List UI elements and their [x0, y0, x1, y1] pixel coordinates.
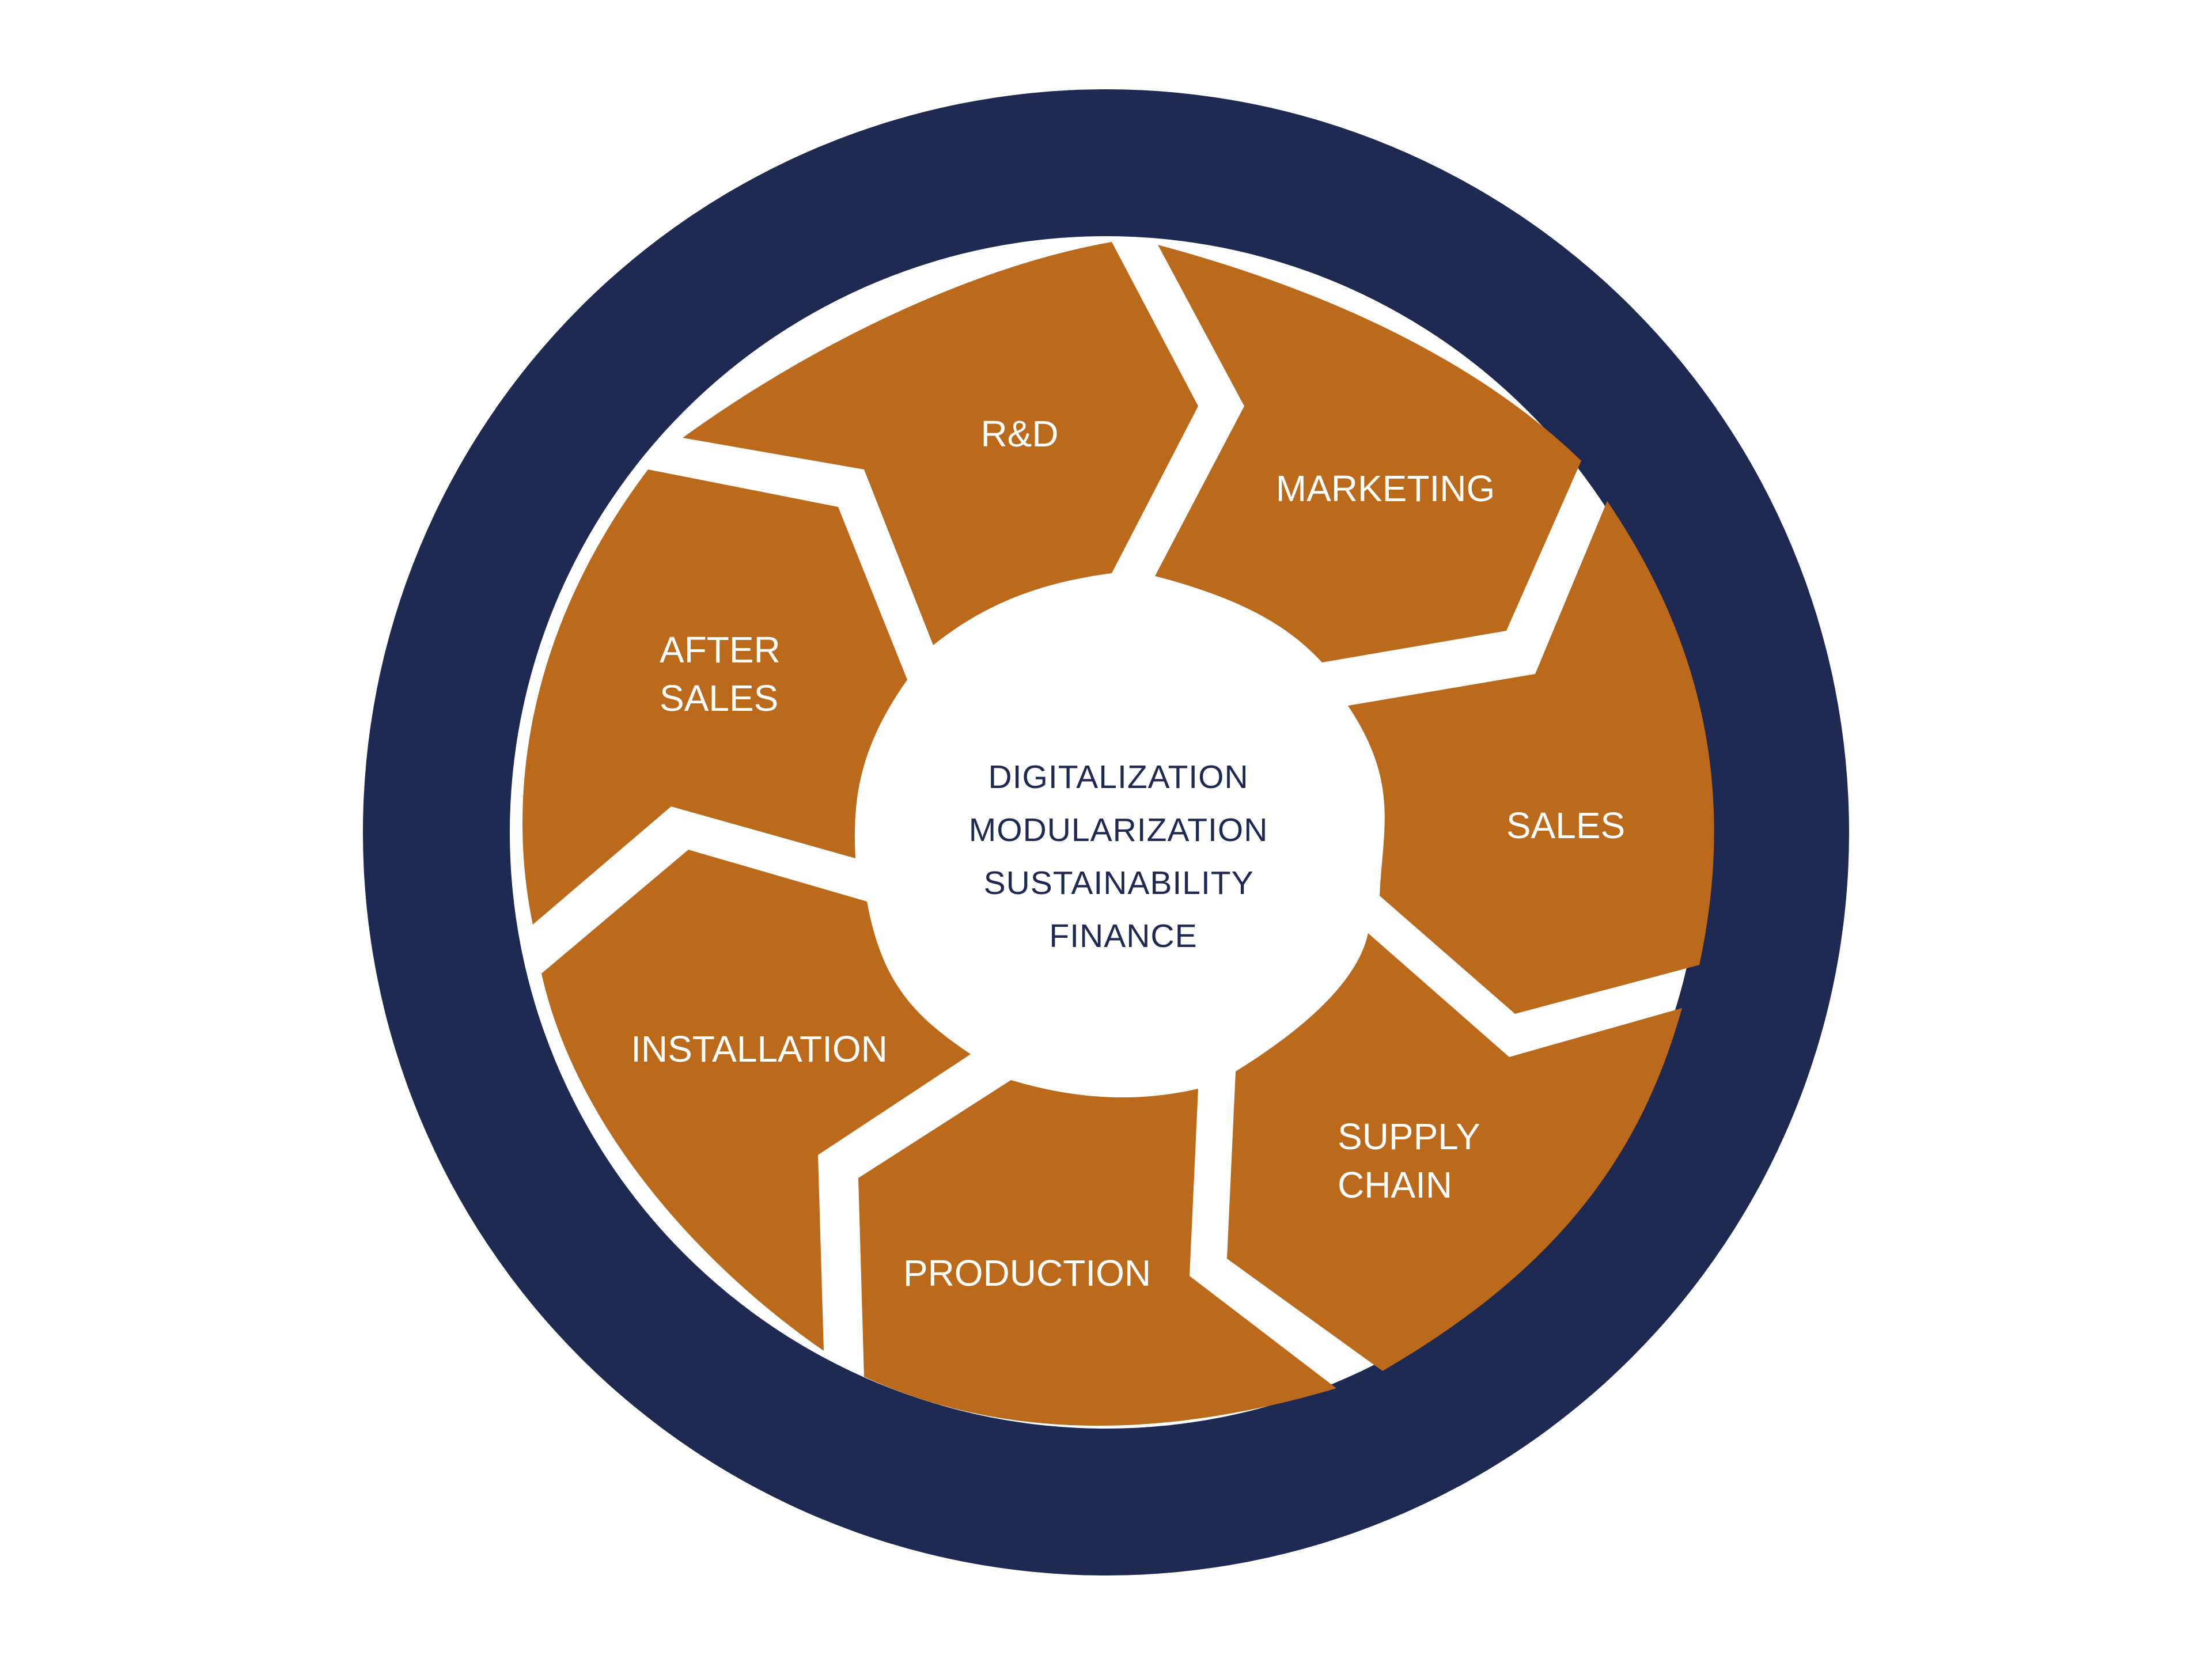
core-label-modularization: MODULARIZATION	[969, 812, 1268, 849]
segment-label-after-sales-line-2: SALES	[660, 677, 778, 719]
segment-label-production-line-1: PRODUCTION	[903, 1252, 1151, 1294]
segment-label-after-sales: AFTER SALES	[660, 629, 791, 719]
segment-label-supply-chain-line-1: SUPPLY	[1338, 1116, 1480, 1157]
core-label-digitalization: DIGITALIZATION	[988, 759, 1249, 796]
segment-label-installation-line-1: INSTALLATION	[631, 1028, 888, 1070]
segment-label-marketing: MARKETING	[1276, 468, 1495, 509]
segment-after-sales	[522, 469, 907, 925]
core-label-sustainability: SUSTAINABILITY	[984, 865, 1253, 902]
core-label-finance: FINANCE	[1049, 918, 1197, 955]
segment-label-installation: INSTALLATION	[631, 1028, 888, 1070]
segment-supply-chain	[1227, 933, 1682, 1371]
segment-label-rnd: R&D	[980, 413, 1058, 454]
segment-marketing	[1155, 245, 1581, 662]
segment-sales	[1348, 501, 1714, 1014]
segment-label-sales: SALES	[1506, 805, 1625, 846]
segment-label-supply-chain-line-2: CHAIN	[1338, 1164, 1452, 1206]
segment-installation	[541, 850, 971, 1351]
segment-label-supply-chain: SUPPLY CHAIN	[1338, 1116, 1490, 1206]
segment-label-after-sales-line-1: AFTER	[660, 629, 781, 671]
core-labels: DIGITALIZATION MODULARIZATION SUSTAINABI…	[969, 759, 1278, 955]
segment-rnd	[683, 242, 1198, 645]
segment-label-sales-line-1: SALES	[1506, 805, 1625, 846]
segment-label-marketing-line-1: MARKETING	[1276, 468, 1495, 509]
segments-group	[522, 242, 1714, 1426]
segment-label-production: PRODUCTION	[903, 1252, 1151, 1294]
segment-label-rnd-line-1: R&D	[980, 413, 1058, 454]
segment-production	[858, 1080, 1336, 1426]
